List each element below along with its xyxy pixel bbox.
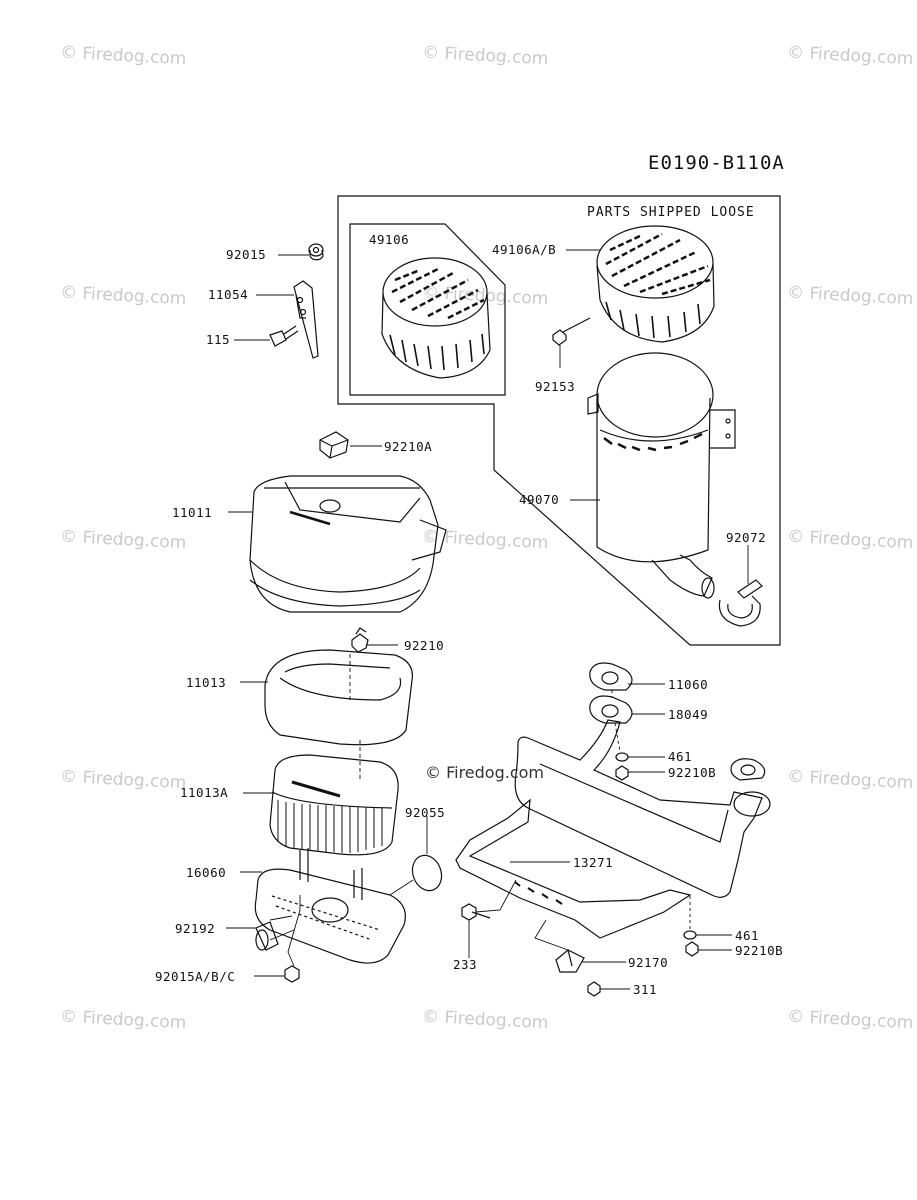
flange-18049 — [589, 695, 633, 724]
part-label-11013A: 11013A — [180, 785, 229, 800]
air-cleaner-base-16060 — [254, 848, 406, 964]
bolt-115 — [269, 325, 299, 347]
part-label-311: 311 — [633, 982, 658, 997]
part-label-49106: 49106 — [369, 232, 410, 247]
part-label-11011: 11011 — [172, 505, 213, 520]
gasket-right — [730, 758, 766, 781]
center-watermark: © Firedog.com — [425, 763, 544, 782]
part-label-92210B-top: 92210B — [668, 765, 717, 780]
part-label-92192: 92192 — [175, 921, 216, 936]
washer-461-top — [615, 752, 629, 762]
part-label-92015: 92015 — [226, 247, 267, 262]
clamp-92072 — [718, 579, 763, 627]
part-label-11060: 11060 — [668, 677, 709, 692]
seal-92055 — [411, 854, 443, 892]
part-label-18049: 18049 — [668, 707, 709, 722]
muffler-cover-49106 — [381, 257, 491, 379]
washer-461-bottom — [683, 930, 697, 940]
air-filter-11013A — [269, 754, 399, 856]
part-label-92210B-bottom: 92210B — [735, 943, 784, 958]
part-label-115: 115 — [206, 332, 231, 347]
screw-311 — [587, 981, 601, 997]
part-label-92210: 92210 — [404, 638, 445, 653]
part-label-92015ABC: 92015A/B/C — [155, 969, 236, 984]
muffler-cover-49106AB — [596, 225, 715, 343]
part-label-92153: 92153 — [535, 379, 576, 394]
nut-92210 — [351, 627, 369, 653]
diagram-code: E0190-B110A — [648, 152, 785, 174]
part-label-461-top: 461 — [668, 749, 693, 764]
clamp-92170 — [555, 949, 585, 973]
air-cleaner-cover-11011 — [249, 475, 447, 613]
part-label-233: 233 — [453, 957, 478, 972]
bracket-11054 — [293, 280, 319, 359]
part-label-49106AB: 49106A/B — [492, 242, 557, 257]
part-label-49070: 49070 — [519, 492, 560, 507]
nut-92210B-top — [615, 765, 629, 781]
nut-92015-top — [308, 243, 324, 261]
muffler-cover-frame — [349, 223, 506, 396]
heat-shield-13271 — [455, 798, 692, 939]
loose-parts-boundary — [337, 195, 781, 646]
part-label-16060: 16060 — [186, 865, 227, 880]
gasket-11060 — [589, 662, 633, 691]
muffler-49070 — [587, 352, 736, 599]
nut-92210B-bottom — [685, 941, 699, 957]
part-label-461-bottom: 461 — [735, 928, 760, 943]
screw-92153 — [552, 317, 591, 346]
knob-92210A — [319, 431, 349, 459]
parts-shipped-loose-title: PARTS SHIPPED LOOSE — [587, 205, 755, 220]
nut-92015ABC — [284, 965, 300, 983]
part-label-92170: 92170 — [628, 955, 669, 970]
exhaust-pipe — [514, 719, 771, 898]
pre-cleaner-11013 — [264, 649, 413, 746]
part-label-92072: 92072 — [726, 530, 767, 545]
part-label-13271: 13271 — [573, 855, 614, 870]
breather-92192 — [255, 921, 279, 951]
leader-lines — [226, 249, 749, 990]
part-label-92210A: 92210A — [384, 439, 433, 454]
part-label-11013: 11013 — [186, 675, 227, 690]
part-label-11054: 11054 — [208, 287, 249, 302]
bolt-233 — [461, 903, 491, 921]
part-label-92055: 92055 — [405, 805, 446, 820]
